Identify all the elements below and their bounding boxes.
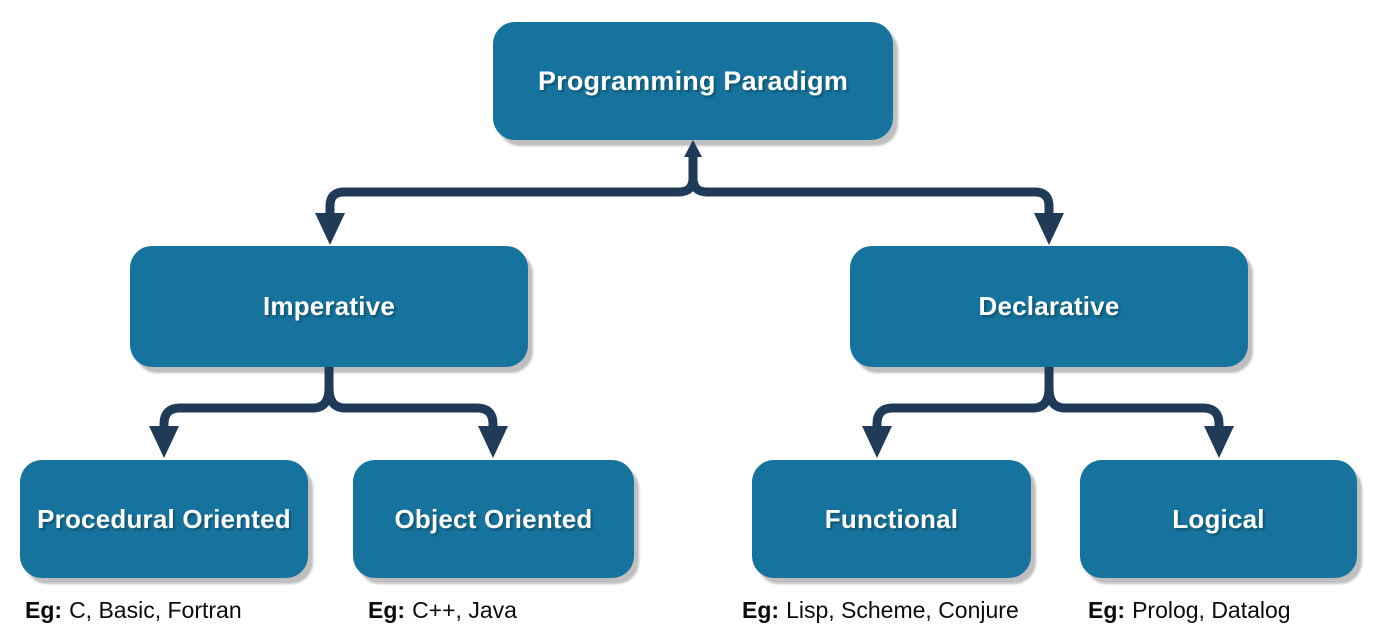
caption-procedural: Eg:C, Basic, Fortran bbox=[25, 597, 242, 624]
caption-logical-prefix: Eg: bbox=[1088, 597, 1126, 623]
caption-object-oriented-prefix: Eg: bbox=[368, 597, 406, 623]
node-imperative-label: Imperative bbox=[262, 291, 396, 321]
up-arrowhead-icon bbox=[684, 140, 702, 157]
connector-declarative-logical bbox=[1044, 387, 1234, 458]
caption-procedural-examples: C, Basic, Fortran bbox=[69, 597, 242, 623]
caption-object-oriented: Eg:C++, Java bbox=[368, 597, 517, 624]
caption-logical: Eg:Prolog, Datalog bbox=[1088, 597, 1291, 624]
down-arrowhead-icon bbox=[478, 426, 508, 458]
down-arrowhead-icon bbox=[1034, 213, 1064, 245]
node-logical: Logical bbox=[1080, 460, 1357, 578]
caption-functional: Eg:Lisp, Scheme, Conjure bbox=[742, 597, 1019, 624]
connector-imperative-procedural bbox=[149, 387, 334, 458]
node-declarative: Declarative bbox=[850, 246, 1248, 367]
node-imperative: Imperative bbox=[130, 246, 528, 367]
connector-imperative-object bbox=[324, 387, 508, 458]
down-arrowhead-icon bbox=[1204, 426, 1234, 458]
node-procedural-oriented: Procedural Oriented bbox=[20, 460, 308, 578]
down-arrowhead-icon bbox=[315, 213, 345, 245]
connector-root-imperative bbox=[315, 172, 698, 245]
down-arrowhead-icon bbox=[149, 426, 179, 458]
node-declarative-label: Declarative bbox=[978, 291, 1120, 321]
node-procedural-oriented-label: Procedural Oriented bbox=[37, 503, 291, 534]
node-object-oriented-label: Object Oriented bbox=[394, 503, 593, 534]
connector-declarative-functional bbox=[862, 387, 1054, 458]
caption-logical-examples: Prolog, Datalog bbox=[1132, 597, 1291, 623]
caption-functional-prefix: Eg: bbox=[742, 597, 780, 623]
node-functional-label: Functional bbox=[824, 503, 959, 534]
node-logical-label: Logical bbox=[1172, 503, 1265, 534]
caption-functional-examples: Lisp, Scheme, Conjure bbox=[786, 597, 1019, 623]
node-programming-paradigm: Programming Paradigm bbox=[493, 22, 893, 140]
node-programming-paradigm-label: Programming Paradigm bbox=[537, 65, 849, 96]
node-object-oriented: Object Oriented bbox=[353, 460, 634, 578]
caption-object-oriented-examples: C++, Java bbox=[412, 597, 517, 623]
connector-root-junction bbox=[684, 140, 702, 183]
down-arrowhead-icon bbox=[862, 426, 892, 458]
node-functional: Functional bbox=[752, 460, 1031, 578]
connector-root-declarative bbox=[688, 172, 1064, 245]
caption-procedural-prefix: Eg: bbox=[25, 597, 63, 623]
